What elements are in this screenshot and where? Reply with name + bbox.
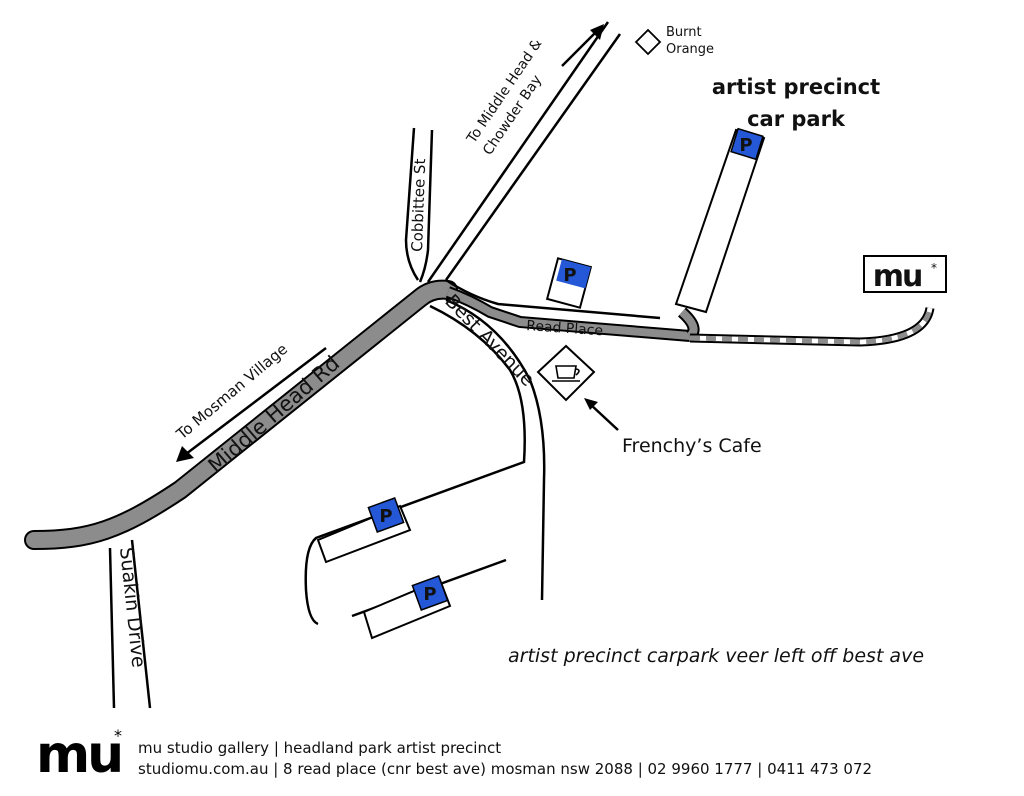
car-park-title-line1: artist precinct xyxy=(712,75,880,99)
parking-lot-read-place: P xyxy=(545,257,593,309)
parking-symbol-lower: P xyxy=(423,584,436,605)
to-middle-head-road xyxy=(426,21,622,283)
footer-gallery-line: mu studio gallery | headland park artist… xyxy=(138,739,502,757)
cobbittee-st-road xyxy=(404,127,434,283)
cafe-marker xyxy=(536,344,596,402)
mu-sign-text: mu xyxy=(873,259,922,294)
parking-lot-upper: P xyxy=(316,497,412,564)
middle-head-rd-road xyxy=(24,279,458,550)
parking-lot-artist-precinct: P xyxy=(674,127,766,314)
burnt-orange-marker xyxy=(634,28,662,56)
arrow-to-middle-head xyxy=(561,24,604,67)
footer-contact-line: studiomu.com.au | 8 read place (cnr best… xyxy=(138,760,873,778)
suakin-drive-road xyxy=(108,539,152,709)
parking-symbol-upper: P xyxy=(379,506,392,527)
mu-logo-star: * xyxy=(114,726,122,745)
label-burnt-orange-line1: Burnt xyxy=(666,25,702,40)
read-place-edge xyxy=(445,278,661,320)
arrow-to-mosman-village xyxy=(176,347,327,462)
parking-symbol-artist-precinct: P xyxy=(739,135,752,156)
label-middle-head-rd: Middle Head Rd xyxy=(204,351,345,478)
coffee-cup-icon xyxy=(552,365,580,382)
parking-lot-lower: P xyxy=(362,575,452,640)
label-cobbittee-st: Cobbittee St xyxy=(408,158,429,252)
mu-sign: mu * xyxy=(863,255,947,294)
mu-logo: mu xyxy=(36,725,124,785)
label-burnt-orange-line2: Orange xyxy=(666,42,714,57)
directions-note: artist precinct carpark veer left off be… xyxy=(508,645,924,667)
footer: mu * mu studio gallery | headland park a… xyxy=(36,725,996,788)
label-frenchys-cafe: Frenchy’s Cafe xyxy=(622,435,762,457)
parking-symbol-read-place: P xyxy=(563,265,576,286)
walking-track xyxy=(689,306,935,347)
label-read-place: Read Place xyxy=(526,318,604,339)
car-park-title-line2: car park xyxy=(747,107,846,131)
mu-sign-star: * xyxy=(931,261,937,275)
cafe-pointer-arrow xyxy=(584,398,619,431)
label-suakin-drive: Suakin Drive xyxy=(115,546,150,668)
